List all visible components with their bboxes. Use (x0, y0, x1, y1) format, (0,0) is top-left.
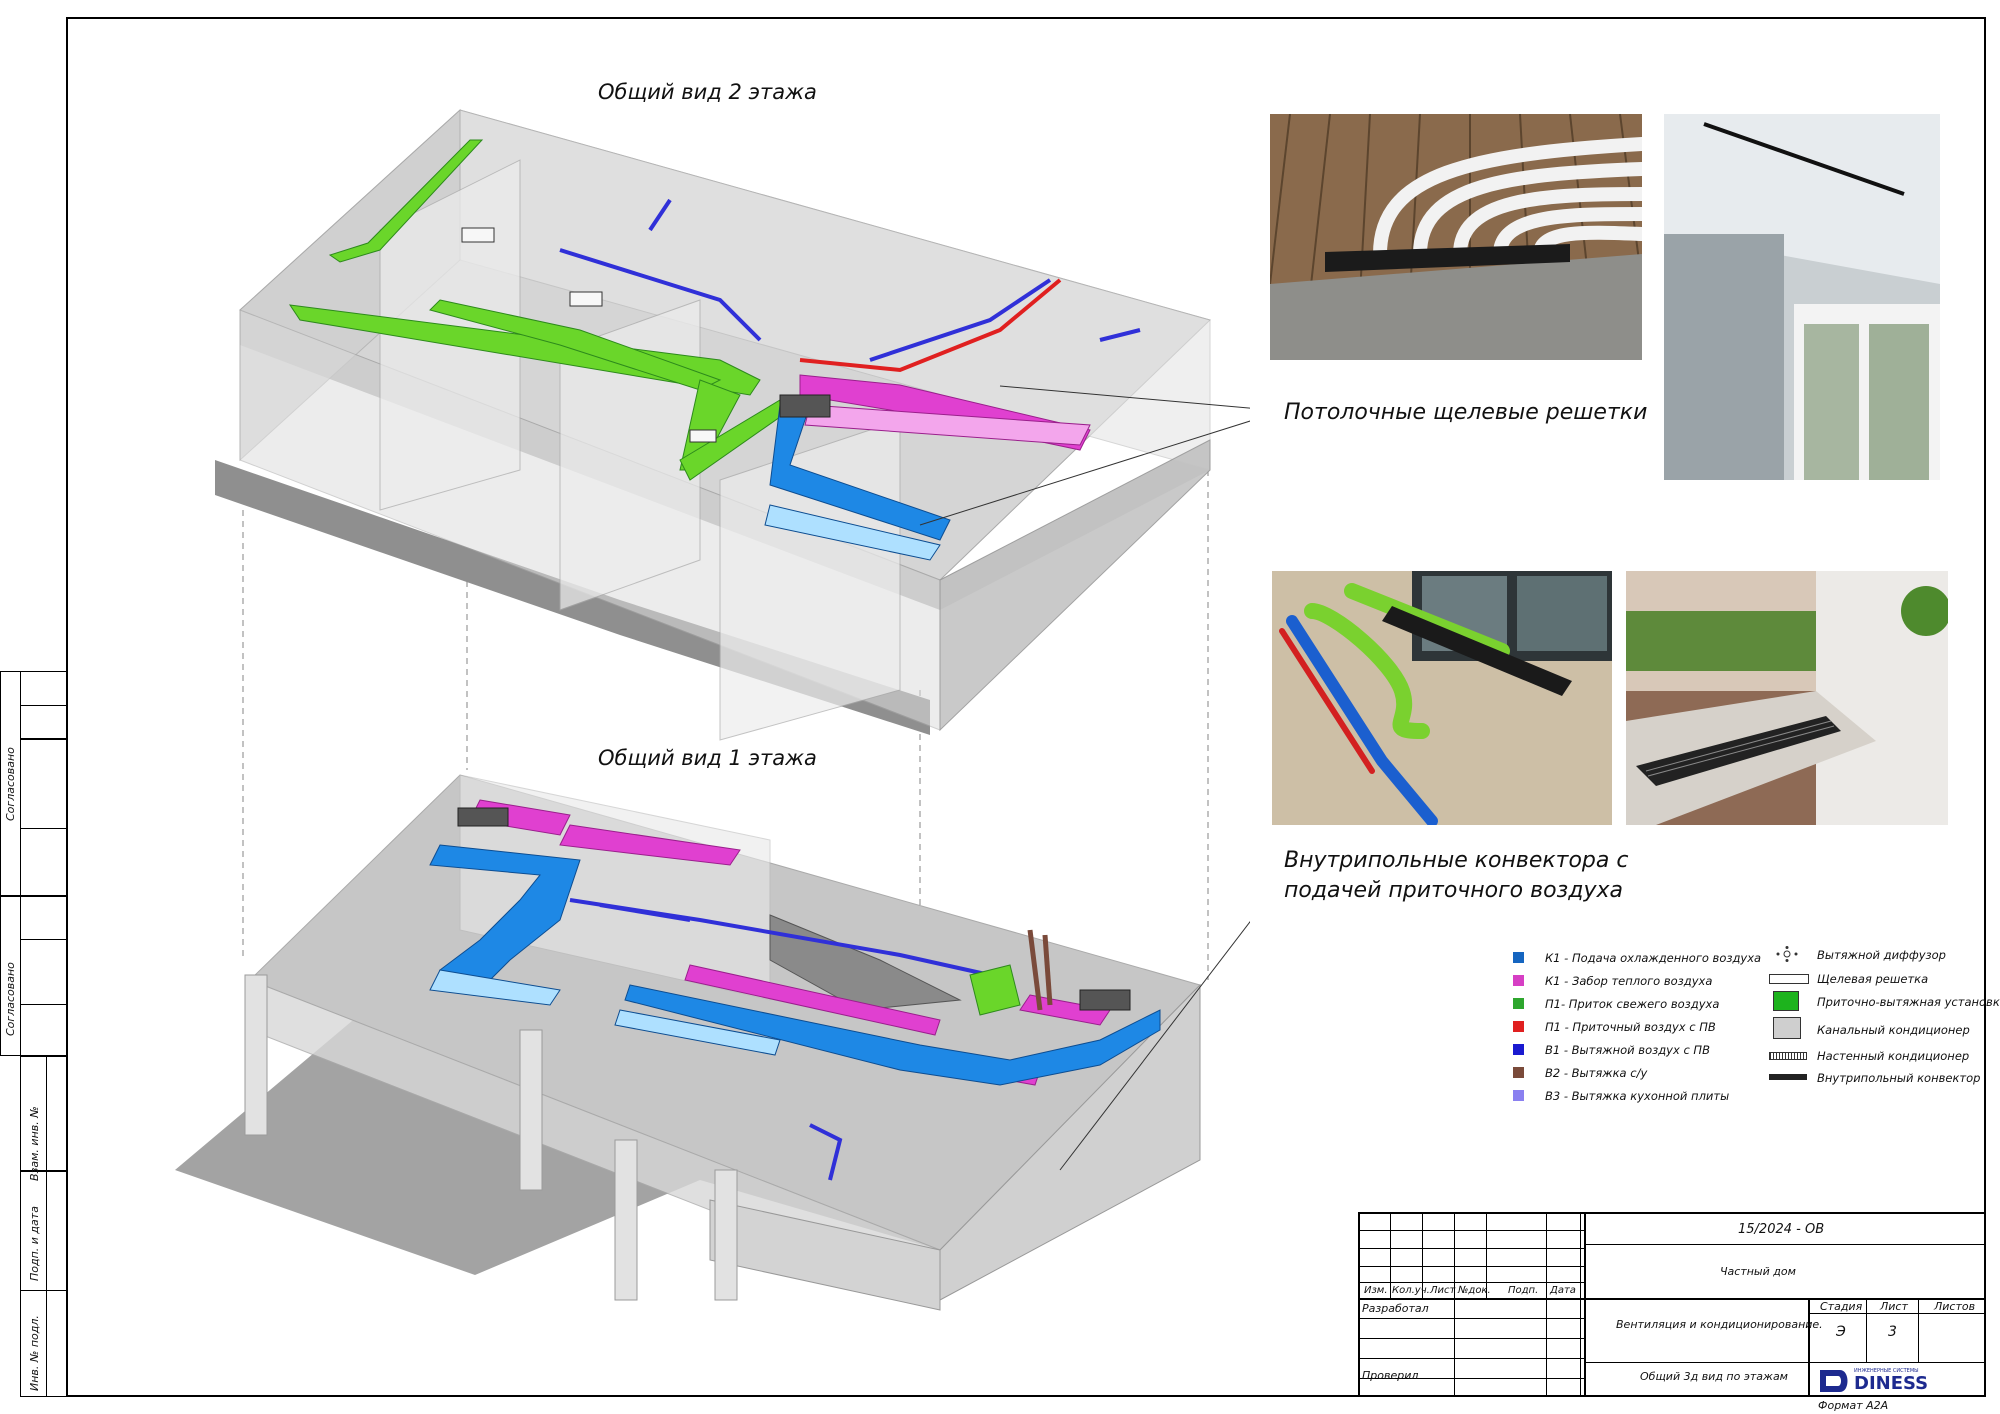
legend-swatch (1513, 1021, 1524, 1032)
diffuser-icon (1776, 946, 1798, 962)
legend-label: В2 - Вытяжка с/у (1545, 1066, 1648, 1080)
strip-inv-orig: Инв. № подл. (28, 1315, 41, 1391)
strip-cell (20, 939, 68, 1005)
tb-stage-label: Стадия (1820, 1300, 1863, 1313)
company-subtitle: ИНЖЕНЕРНЫЕ СИСТЕМЫ (1854, 1368, 1919, 1374)
floor2-fresh-ducts (288, 139, 791, 481)
floor1-toilet-exhaust (1027, 929, 1053, 1011)
tb-header-kolich: Кол.уч. (1392, 1285, 1430, 1296)
sheet-format: Формат А2А (1818, 1399, 1889, 1412)
tb-header-list: Лист (1430, 1285, 1456, 1296)
photo-floor-ducts (1272, 571, 1612, 825)
legend-label: В3 - Вытяжка кухонной плиты (1545, 1089, 1730, 1103)
isometric-drawing (175, 108, 1250, 1311)
tb-header-podp: Подп. (1508, 1285, 1539, 1296)
legend-label: К1 - Подача охлажденного воздуха (1545, 951, 1762, 965)
strip-cell (20, 739, 68, 829)
title-block: 15/2024 - ОВ Частный дом Изм. Кол.уч. Ли… (1358, 1212, 1986, 1397)
ahu-icon (1773, 991, 1799, 1011)
photo-floor-convector (1626, 571, 1948, 825)
company-logo: ИНЖЕНЕРНЫЕ СИСТЕМЫ DINESS (1818, 1368, 1978, 1394)
floor2-model (215, 108, 1211, 741)
strip-approved-2: Согласовано (4, 962, 17, 1036)
legend-label: Канальный кондиционер (1817, 1023, 1970, 1037)
floor2-wall-ac-3 (689, 429, 717, 443)
tb-doc-code: 15/2024 - ОВ (1738, 1222, 1825, 1237)
floor1-model (175, 774, 1201, 1311)
legend-label: Приточно-вытяжная установка (1817, 995, 2000, 1009)
tb-object: Частный дом (1720, 1265, 1796, 1278)
tb-header-izm: Изм. (1364, 1285, 1388, 1296)
strip-approved-1: Согласовано (4, 747, 17, 821)
logo-mark-icon (1820, 1370, 1848, 1392)
floor2-duct-ac (779, 394, 831, 418)
floor1-ahu (969, 964, 1021, 1016)
callout-leaders (919, 385, 1250, 1171)
duct-ac-icon (1773, 1017, 1801, 1039)
floor1-corner-wall (709, 1199, 941, 1311)
company-name: DINESS (1854, 1373, 1929, 1394)
legend-label: Настенный кондиционер (1817, 1049, 1970, 1063)
floor1-exhaust-ducts (569, 898, 991, 1181)
strip-cell (20, 705, 68, 739)
floor2-thin-ducts (559, 198, 1141, 373)
floor1-cool-ducts (429, 844, 1161, 1086)
callout-floor-convectors: Внутрипольные конвектора с подачей прито… (1284, 846, 1628, 906)
floor2-wall-ac-2 (569, 291, 603, 307)
callout-floor-convectors-line2: подачей приточного воздуха (1284, 878, 1623, 903)
wall-ac-icon (1769, 1052, 1807, 1060)
floor1-title: Общий вид 1 этажа (598, 746, 817, 770)
tb-sheet-label: Лист (1880, 1300, 1908, 1313)
slot-grille-icon (1769, 974, 1809, 984)
legend-swatch (1513, 1090, 1524, 1101)
legend-label: В1 - Вытяжной воздух с ПВ (1545, 1043, 1710, 1057)
side-strip: Согласовано Согласовано Взам. инв. № Под… (0, 671, 68, 1397)
tb-sheets-label: Листов (1934, 1300, 1976, 1313)
tb-stage-value: Э (1836, 1324, 1846, 1340)
tb-developed: Разработал (1362, 1302, 1429, 1315)
floor2-right-wall (939, 439, 1211, 732)
legend-swatch (1513, 998, 1524, 1009)
legend-label: Щелевая решетка (1817, 972, 1929, 986)
legend-swatch (1513, 952, 1524, 963)
legend-label: Внутрипольный конвектор (1817, 1071, 1981, 1085)
strip-inv-replace: Взам. инв. № (28, 1106, 41, 1181)
tb-section: Вентиляция и кондиционирование. (1616, 1318, 1823, 1331)
tb-sheet-title: Общий 3д вид по этажам (1640, 1370, 1788, 1383)
tb-header-data: Дата (1550, 1285, 1576, 1296)
floor1-duct-ac-2 (1079, 989, 1131, 1011)
tb-checked: Проверил (1362, 1369, 1419, 1382)
floor-convector-icon (1769, 1074, 1807, 1080)
tb-sheet-value: 3 (1888, 1324, 1897, 1340)
callout-ceiling-slots: Потолочные щелевые решетки (1284, 400, 1648, 425)
strip-cell (20, 1056, 68, 1171)
legend-label: П1- Приток свежего воздуха (1545, 997, 1720, 1011)
floor1-duct-ac-1 (457, 807, 509, 827)
legend: К1 - Подача охлажденного воздуха К1 - За… (1505, 945, 2000, 1115)
legend-swatch (1513, 1044, 1524, 1055)
photo-ceiling-ducts (1270, 114, 1642, 360)
tb-header-ndoc: №док. (1458, 1285, 1491, 1296)
legend-label: Вытяжной диффузор (1817, 948, 1946, 962)
strip-cell (20, 1171, 68, 1291)
legend-label: К1 - Забор теплого воздуха (1545, 974, 1713, 988)
strip-sign-date: Подп. и дата (28, 1206, 41, 1281)
photo-ceiling-slot (1664, 114, 1940, 480)
callout-floor-convectors-line1: Внутрипольные конвектора с (1284, 848, 1629, 873)
floor2-wall-ac-1 (461, 227, 495, 243)
legend-swatch (1513, 1067, 1524, 1078)
projection-lines (242, 470, 1209, 980)
floor2-title: Общий вид 2 этажа (598, 80, 817, 104)
legend-label: П1 - Приточный воздух с ПВ (1545, 1020, 1716, 1034)
legend-swatch (1513, 975, 1524, 986)
